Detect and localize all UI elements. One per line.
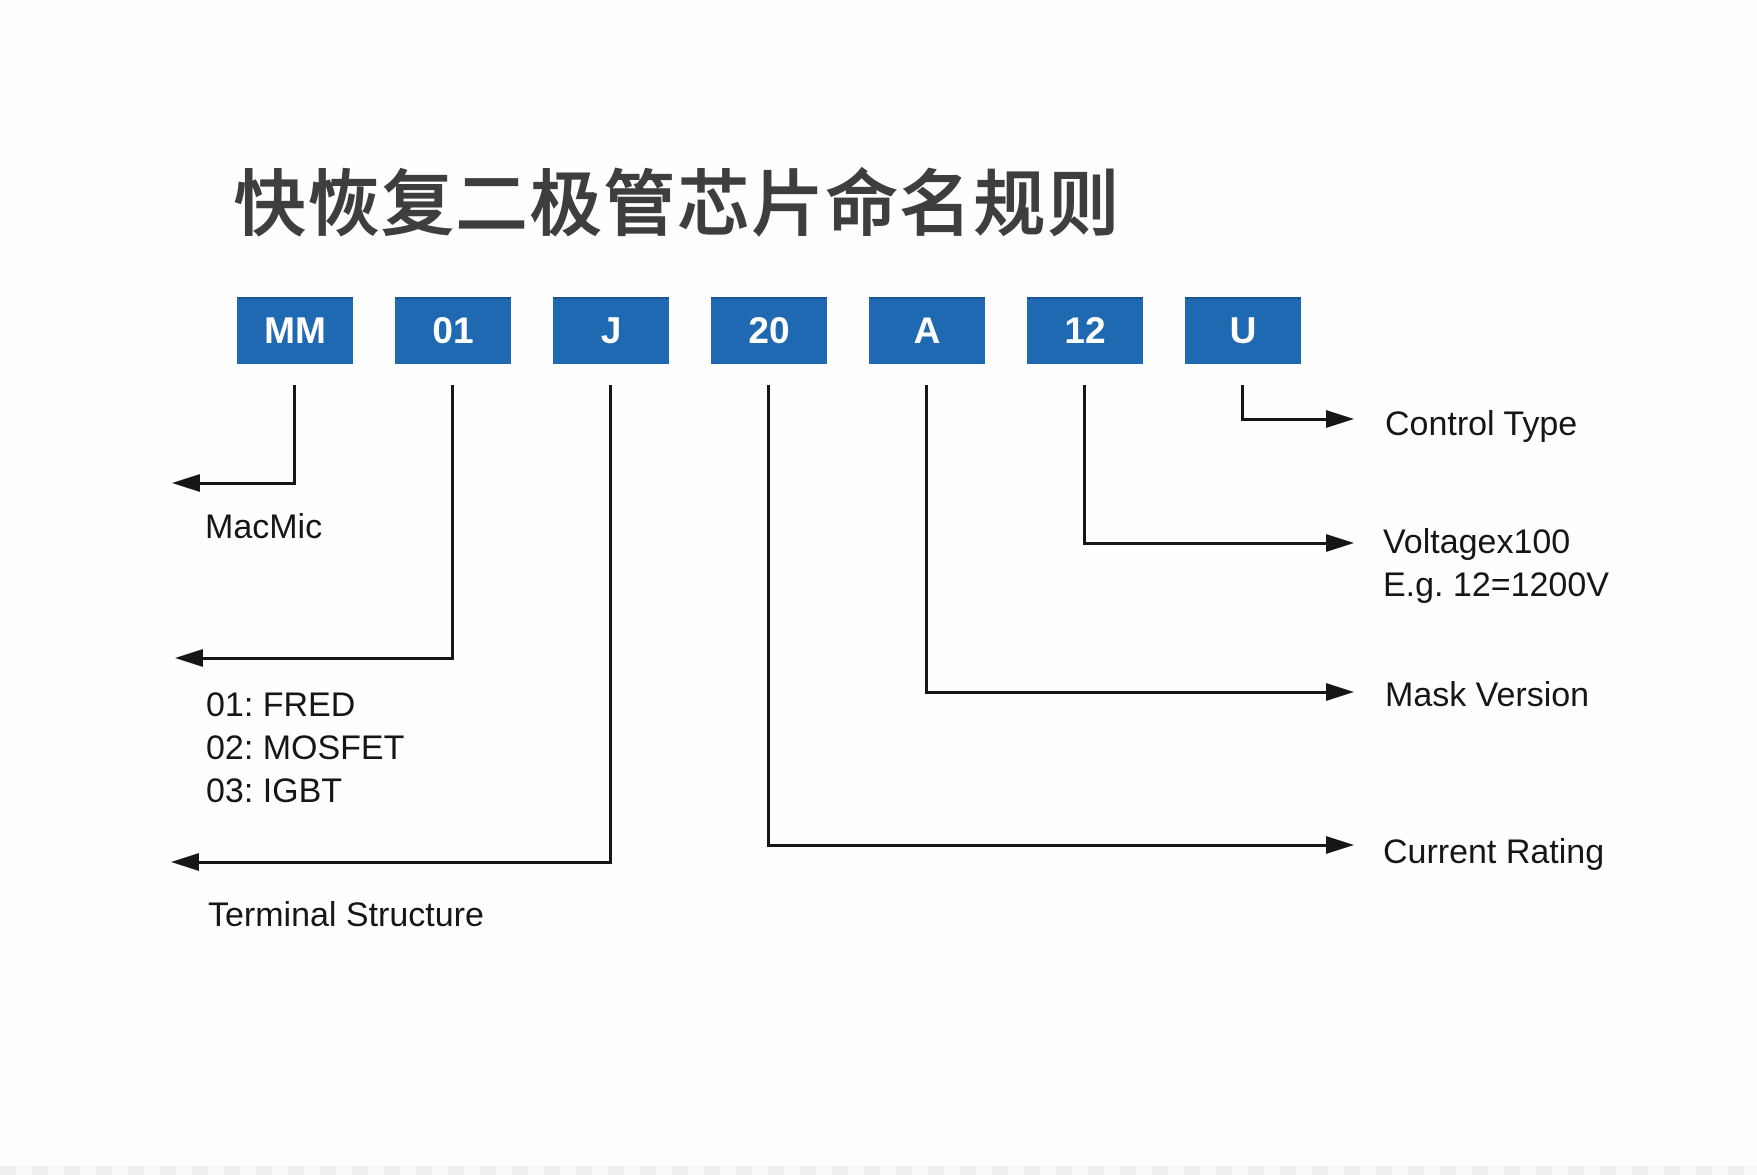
connector-a-vline: [925, 385, 928, 692]
connector-20-vline: [767, 385, 770, 845]
label-terminal-structure: Terminal Structure: [208, 896, 484, 934]
connector-12-vline: [1083, 385, 1086, 543]
connector-mm-arrowhead-icon: [172, 474, 200, 492]
connector-20-hline: [767, 844, 1326, 847]
code-box-mm: MM: [237, 297, 353, 364]
code-box-12: 12: [1027, 297, 1143, 364]
code-box-j: J: [553, 297, 669, 364]
label-manufacturer: MacMic: [205, 508, 323, 546]
label-mask-version: Mask Version: [1385, 676, 1590, 714]
connector-u-vline: [1241, 385, 1244, 419]
connector-01-hline: [199, 657, 454, 660]
connector-u-arrowhead-icon: [1326, 410, 1354, 428]
label-voltage-line2: E.g. 12=1200V: [1383, 566, 1609, 604]
connector-01-arrowhead-icon: [175, 649, 203, 667]
label-voltage-line1: Voltagex100: [1383, 523, 1571, 561]
connector-j-hline: [195, 861, 612, 864]
label-voltage: Voltagex100 E.g. 12=1200V: [1383, 521, 1609, 607]
label-control-type: Control Type: [1385, 405, 1578, 443]
label-current-rating: Current Rating: [1383, 833, 1605, 871]
connector-a-arrowhead-icon: [1326, 683, 1354, 701]
connector-a-hline: [925, 691, 1326, 694]
connector-j-vline: [609, 385, 612, 862]
connector-01-vline: [451, 385, 454, 658]
code-box-20: 20: [711, 297, 827, 364]
label-device-type-line2: 02: MOSFET: [206, 729, 405, 767]
page-title: 快恢复二极管芯片命名规则: [234, 166, 1123, 245]
connector-u-hline: [1241, 418, 1326, 421]
label-device-type: 01: FRED 02: MOSFET 03: IGBT: [206, 684, 404, 813]
connector-12-hline: [1083, 542, 1326, 545]
label-device-type-line3: 03: IGBT: [206, 772, 343, 810]
code-box-01: 01: [395, 297, 511, 364]
connector-j-arrowhead-icon: [171, 853, 199, 871]
bottom-edge-artifact: [0, 1166, 1757, 1175]
connector-12-arrowhead-icon: [1326, 534, 1354, 552]
connector-20-arrowhead-icon: [1326, 836, 1354, 854]
code-box-a: A: [869, 297, 985, 364]
connector-mm-hline: [196, 482, 296, 485]
code-box-u: U: [1185, 297, 1301, 364]
connector-mm-vline: [293, 385, 296, 483]
label-device-type-line1: 01: FRED: [206, 686, 356, 724]
